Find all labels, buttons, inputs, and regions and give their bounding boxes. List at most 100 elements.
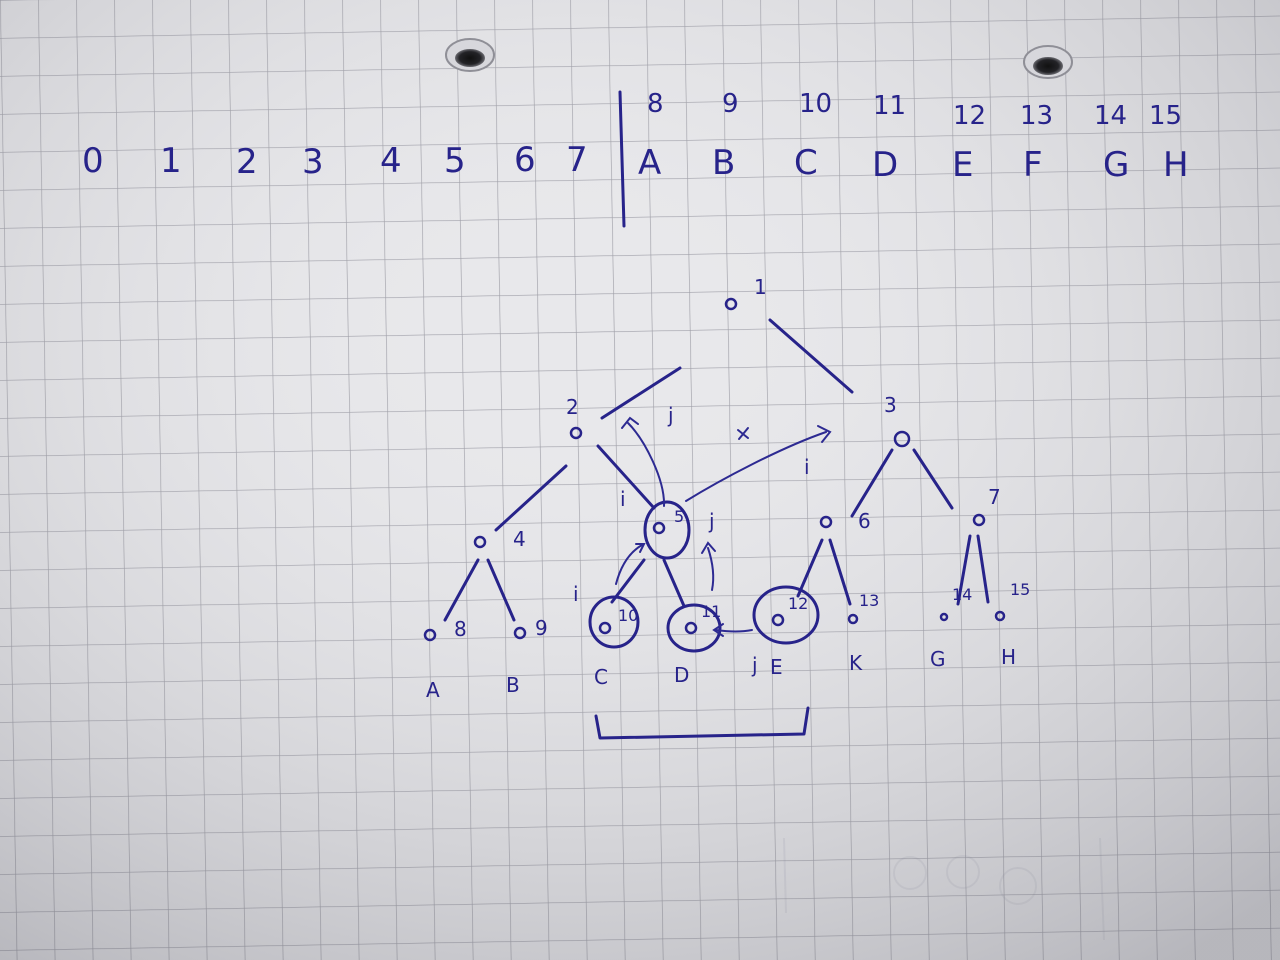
leaf-label-h: H [1001, 645, 1016, 669]
arrow-curve-10-to-5 [615, 544, 643, 585]
edge-mark-3: j [708, 509, 715, 533]
index-divider-line [618, 90, 626, 228]
leaf-label-b: B [506, 673, 520, 697]
digit-7: 7 [566, 140, 588, 180]
digit-6: 6 [514, 140, 536, 180]
arrow-head-5-right [701, 541, 716, 554]
label-node-2: 2 [566, 395, 579, 419]
leaf-label-e: E [770, 655, 783, 679]
arrow-curve-5-to-3 [685, 431, 827, 502]
node-12 [771, 613, 785, 627]
leaf-label-g: G [930, 647, 946, 671]
letter-d: D [872, 145, 898, 185]
digit-4: 4 [380, 141, 402, 181]
label-node-11: 11 [701, 602, 721, 621]
edge-4-8 [443, 558, 480, 622]
edge-mark-1: j [667, 403, 674, 427]
tree-nodes [423, 297, 1006, 642]
node-4 [473, 535, 487, 549]
edge-1-2 [600, 366, 682, 420]
arrow-head-11 [712, 623, 724, 637]
label-node-1: 1 [754, 275, 767, 299]
edge-1-3 [768, 318, 854, 394]
label-node-9: 9 [535, 616, 548, 640]
label-node-8: 8 [454, 617, 467, 641]
edge-3-7 [912, 448, 954, 510]
letter-g: G [1103, 145, 1129, 185]
edge-7-15 [976, 534, 990, 604]
label-node-10: 10 [618, 606, 638, 625]
annotation-arrows [615, 416, 832, 637]
node-6 [819, 515, 833, 529]
edge-6-13 [828, 538, 852, 606]
edge-3-6 [850, 448, 894, 518]
leaf-range-bracket [594, 706, 810, 740]
edge-mark-5: i [804, 455, 810, 479]
circle-node-10 [588, 595, 640, 649]
digit-0: 0 [82, 141, 104, 181]
leaf-label-d: D [674, 663, 689, 687]
edge-2-5 [596, 444, 656, 510]
leaf-extra-j: j [751, 653, 758, 677]
index-letters: A B C D E F G H [638, 143, 1189, 185]
edge-mark-4: i [573, 582, 579, 606]
label-node-12: 12 [788, 594, 808, 613]
edge-mark-2: i [620, 487, 626, 511]
upper-number-15: 15 [1149, 101, 1182, 131]
node-7 [972, 513, 986, 527]
label-node-13: 13 [859, 591, 879, 610]
label-node-14: 14 [952, 585, 972, 604]
edge-5-11 [662, 558, 686, 608]
digit-2: 2 [236, 142, 258, 182]
edge-4-9 [486, 558, 516, 622]
upper-number-11: 11 [873, 91, 906, 121]
node-14 [939, 612, 949, 622]
upper-number-8: 8 [647, 89, 664, 119]
node-5 [652, 521, 666, 535]
node-8 [423, 628, 437, 642]
index-upper-numbers: 8 9 10 11 12 13 14 15 [647, 89, 1182, 131]
tree-node-labels: 1 2 3 4 5 6 7 8 9 10 11 12 13 14 15 [454, 275, 1030, 641]
punched-hole-left-center [455, 49, 485, 67]
leaf-label-a: A [426, 678, 440, 702]
node-13 [847, 613, 859, 625]
label-node-15: 15 [1010, 580, 1030, 599]
circle-node-5 [643, 500, 691, 560]
cross-mark [737, 427, 749, 440]
node-10 [598, 621, 612, 635]
edge-marks: j i j i i [573, 403, 810, 606]
upper-number-14: 14 [1094, 101, 1127, 131]
edge-7-14 [956, 534, 972, 606]
punched-hole-right-center [1033, 57, 1063, 75]
leaf-label-k: K [849, 651, 863, 675]
upper-number-13: 13 [1020, 101, 1053, 131]
node-9 [513, 626, 527, 640]
arrow-head-5-left [635, 543, 646, 553]
tree-leaf-labels: A B C D E K G H j [426, 645, 1016, 702]
edge-5-10 [610, 558, 646, 604]
digit-1: 1 [160, 141, 182, 181]
node-3 [893, 430, 911, 448]
arrow-head-2 [621, 416, 639, 429]
upper-number-9: 9 [722, 89, 739, 119]
label-node-4: 4 [513, 527, 526, 551]
circle-node-11 [666, 603, 722, 653]
label-node-5: 5 [674, 507, 684, 526]
arrow-curve-12-to-11 [715, 629, 753, 633]
edge-2-4 [494, 464, 568, 532]
node-2 [569, 426, 583, 440]
letter-b: B [712, 143, 735, 183]
upper-number-12: 12 [953, 101, 986, 131]
letter-e: E [952, 145, 973, 185]
label-node-7: 7 [988, 485, 1001, 509]
index-digits: 0 1 2 3 4 5 6 7 [82, 140, 588, 182]
letter-f: F [1023, 145, 1043, 185]
leaf-label-c: C [594, 665, 608, 689]
label-node-6: 6 [858, 509, 871, 533]
arrow-curve-5-to-2 [627, 422, 666, 507]
circle-node-12 [752, 585, 820, 645]
letter-a: A [638, 143, 661, 183]
